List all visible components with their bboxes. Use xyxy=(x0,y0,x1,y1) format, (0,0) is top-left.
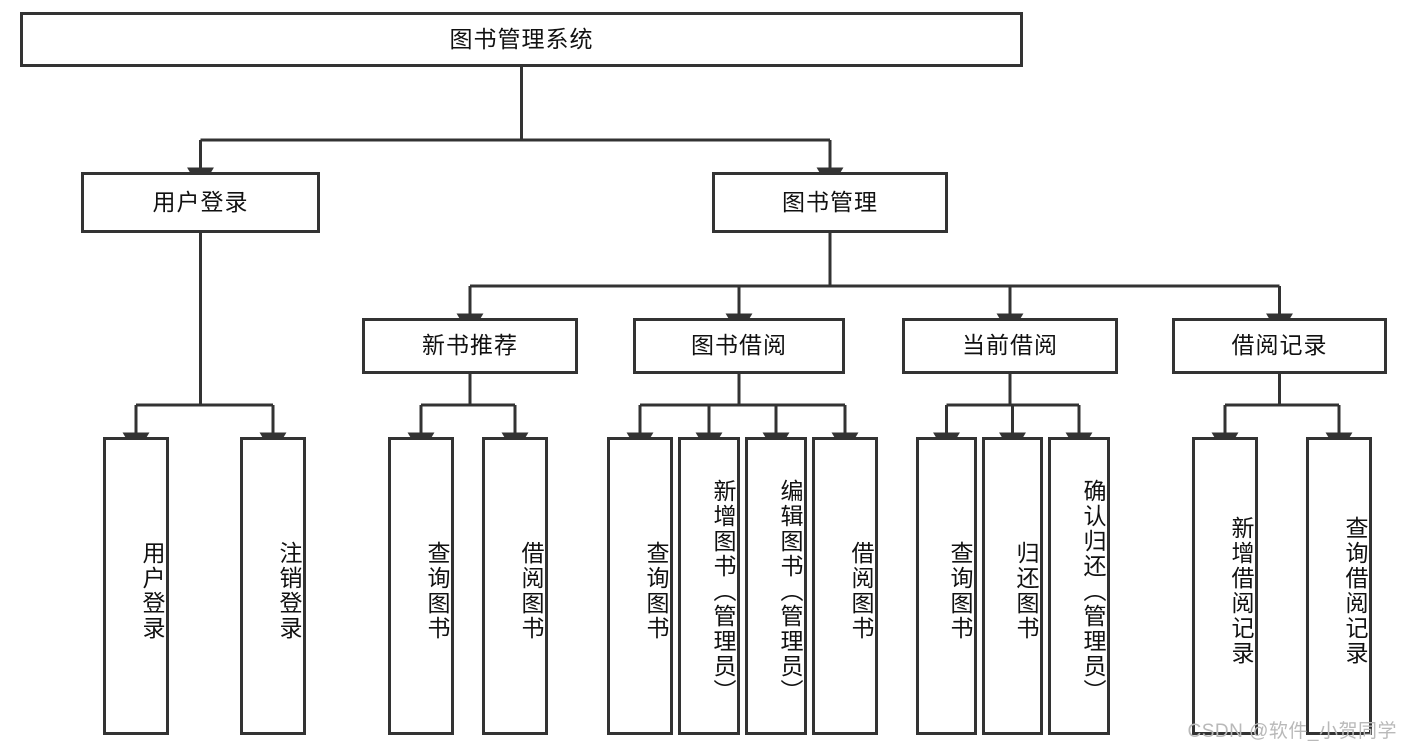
node-new-book-recommend[interactable]: 新书推荐 xyxy=(362,318,578,374)
node-leaf-logout[interactable]: 注销登录 xyxy=(240,437,306,735)
node-root-system[interactable]: 图书管理系统 xyxy=(20,12,1023,67)
node-book-borrow[interactable]: 图书借阅 xyxy=(633,318,845,374)
node-leaf-edit-book-admin[interactable]: 编辑图书（管理员） xyxy=(745,437,807,735)
node-user-login[interactable]: 用户登录 xyxy=(81,172,320,233)
csdn-watermark: CSDN @软件_小贺同学 xyxy=(1187,721,1397,742)
node-leaf-borrow-book[interactable]: 借阅图书 xyxy=(812,437,878,735)
node-borrow-record[interactable]: 借阅记录 xyxy=(1172,318,1387,374)
node-leaf-add-borrow-record[interactable]: 新增借阅记录 xyxy=(1192,437,1258,735)
node-leaf-query-book-recommend[interactable]: 查询图书 xyxy=(388,437,454,735)
node-leaf-user-login[interactable]: 用户登录 xyxy=(103,437,169,735)
node-book-management[interactable]: 图书管理 xyxy=(712,172,948,233)
node-leaf-borrow-book-recommend[interactable]: 借阅图书 xyxy=(482,437,548,735)
node-leaf-confirm-return-admin[interactable]: 确认归还（管理员） xyxy=(1048,437,1110,735)
node-leaf-query-borrow-record[interactable]: 查询借阅记录 xyxy=(1306,437,1372,735)
node-leaf-query-book-borrow[interactable]: 查询图书 xyxy=(607,437,673,735)
node-leaf-add-book-admin[interactable]: 新增图书（管理员） xyxy=(678,437,740,735)
node-leaf-return-book[interactable]: 归还图书 xyxy=(982,437,1043,735)
node-leaf-query-book-current[interactable]: 查询图书 xyxy=(916,437,977,735)
node-current-borrow[interactable]: 当前借阅 xyxy=(902,318,1118,374)
